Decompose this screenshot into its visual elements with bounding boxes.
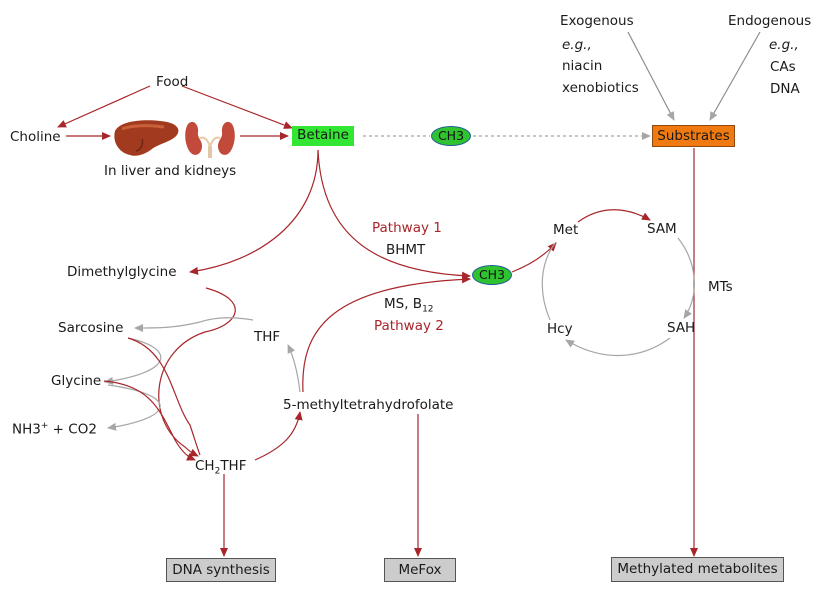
betaine-node: Betaine: [292, 126, 354, 146]
arrow-sarcosine-ch2thf: [127, 337, 201, 456]
endogenous-eg-label: e.g.,: [769, 37, 799, 53]
arrow-methylthf-ch3: [302, 275, 471, 393]
dna-label: DNA: [770, 81, 800, 97]
arrow-sam-sah: [677, 237, 695, 319]
liver-kidneys-label: In liver and kidneys: [104, 163, 237, 179]
liver-icon: [114, 120, 179, 156]
niacin-label: niacin: [562, 58, 603, 74]
arrow-ch3-met: [511, 242, 557, 273]
exogenous-label: Exogenous: [560, 13, 634, 29]
arrow-food-choline: [57, 85, 151, 128]
sam-label: SAM: [647, 221, 677, 237]
met-label: Met: [553, 222, 579, 238]
arrow-met-sam: [577, 209, 651, 223]
ch2thf-label: CH2THF: [195, 458, 247, 477]
arrow-dmg-sarcosine: [134, 321, 201, 332]
mts-label: MTs: [708, 279, 733, 295]
arrow-food-betaine: [181, 85, 293, 129]
exogenous-eg-label: e.g.,: [562, 37, 592, 53]
cas-label: CAs: [770, 59, 796, 75]
xenobiotics-label: xenobiotics: [562, 80, 639, 96]
arrow-methylthf-thf: [287, 344, 301, 393]
arrow-thf-cycle: [199, 317, 254, 323]
mefox-box: MeFox: [384, 558, 456, 582]
endogenous-label: Endogenous: [728, 13, 812, 29]
thf-label: THF: [254, 329, 281, 345]
dna-synthesis-box: DNA synthesis: [166, 558, 276, 582]
bhmt-label: BHMT: [386, 242, 426, 258]
arrow-dimethylglycine-cycle: [158, 287, 236, 457]
pathway1-label: Pathway 1: [372, 220, 442, 236]
choline-label: Choline: [10, 129, 61, 145]
nh3-co2-label: NH3+ + CO2: [12, 421, 97, 438]
kidneys-icon: [185, 121, 235, 158]
ch3-top-pill: CH3: [431, 126, 471, 146]
arrow-ch2thf-methylthf: [254, 411, 303, 461]
dimethylglycine-label: Dimethylglycine: [67, 264, 177, 280]
arrow-glycine-nh3: [107, 384, 161, 431]
glycine-label: Glycine: [51, 373, 102, 389]
hcy-label: Hcy: [547, 321, 573, 337]
substrates-node: Substrates: [652, 125, 735, 147]
arrow-betaine-ch3: [317, 149, 471, 280]
methylated-metabolites-box: Methylated metabolites: [611, 557, 784, 582]
food-label: Food: [156, 74, 189, 90]
arrow-hcy-met: [541, 241, 557, 321]
arrow-sarcosine-glycine: [104, 337, 162, 385]
arrow-exogenous-substrates: [627, 31, 675, 121]
sah-label: SAH: [667, 320, 696, 336]
arrow-betaine-dimethylglycine: [189, 149, 319, 275]
arrow-sah-hcy: [565, 337, 671, 357]
arrow-endogenous-substrates: [709, 31, 761, 121]
methylthf-label: 5-methyltetrahydrofolate: [283, 397, 454, 413]
ms-b12-label: MS, B12: [384, 296, 434, 315]
arrow-glycine-ch2thf: [103, 380, 196, 461]
ch3-mid-pill: CH3: [472, 265, 512, 285]
pathway2-label: Pathway 2: [374, 318, 444, 334]
sarcosine-label: Sarcosine: [58, 320, 124, 336]
